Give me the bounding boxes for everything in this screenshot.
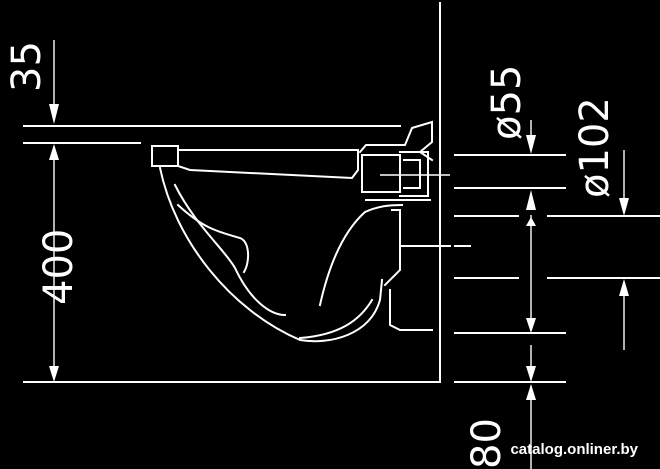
dimension-80-label: 80 [464, 418, 510, 469]
watermark: catalog.onliner.by [510, 441, 638, 458]
dimension-35-label: 35 [4, 41, 50, 92]
dimension-left [49, 40, 59, 382]
rim-lines [23, 125, 401, 144]
wall [23, 2, 441, 383]
dimension-right [526, 120, 629, 469]
dimension-102-label: ø102 [572, 97, 618, 198]
outlet-connection [358, 120, 450, 201]
pipe-lines [399, 154, 660, 383]
dimension-400-label: 400 [36, 229, 82, 305]
dimension-55-label: ø55 [484, 65, 530, 140]
toilet-body [151, 145, 433, 343]
